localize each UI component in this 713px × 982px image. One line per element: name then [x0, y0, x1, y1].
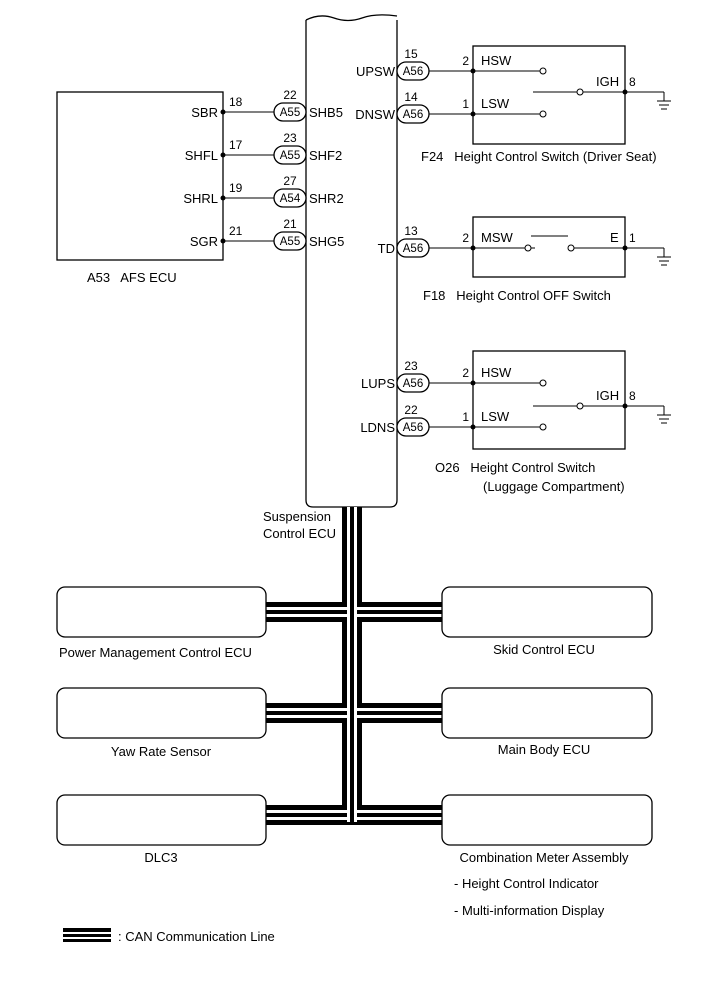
- o26-ecu-pin-up: 23: [404, 359, 418, 373]
- can-bus-lines: [266, 507, 442, 825]
- ecu-pin-shb5: 22: [283, 88, 297, 102]
- f24-title: F24 Height Control Switch (Driver Seat): [421, 149, 657, 164]
- combination-meter-label: Combination Meter Assembly: [459, 850, 629, 865]
- connector-label: A55: [280, 236, 300, 248]
- f24-wiring: [396, 61, 671, 124]
- o26-switch-box: [472, 350, 626, 450]
- f18-label-msw: MSW: [481, 230, 514, 245]
- connector-badge: [273, 145, 307, 165]
- afs-terminal-shrl: SHRL: [183, 191, 218, 206]
- o26-pin-down: 1: [462, 410, 469, 424]
- f24-ecu-terminal-up: UPSW: [356, 64, 396, 79]
- f24-pin-igh: 8: [629, 75, 636, 89]
- o26-label-hsw: HSW: [481, 365, 512, 380]
- o26-pin-igh: 8: [629, 389, 636, 403]
- connector-badge: [273, 102, 307, 122]
- combination-meter-box: [441, 794, 653, 846]
- main-body-ecu-label: Main Body ECU: [498, 742, 590, 757]
- connector-label: A56: [403, 243, 423, 255]
- connector-label: A55: [280, 107, 300, 119]
- f24-label-hsw: HSW: [481, 53, 512, 68]
- ecu-terminal-shg5: SHG5: [309, 234, 344, 249]
- o26-pin-up: 2: [462, 366, 469, 380]
- connector-badge: [273, 231, 307, 251]
- afs-pin-shfl: 17: [229, 138, 243, 152]
- afs-pin-sbr: 18: [229, 95, 243, 109]
- o26-title-2: (Luggage Compartment): [483, 479, 625, 494]
- f24-label-lsw: LSW: [481, 96, 510, 111]
- meter-item-multi-display: - Multi-information Display: [454, 903, 605, 918]
- power-management-ecu-box: [56, 586, 267, 638]
- afs-terminal-sgr: SGR: [190, 234, 218, 249]
- afs-wire-shrl: [220, 188, 307, 208]
- connector-label: A56: [403, 422, 423, 434]
- connector-label: A55: [280, 150, 300, 162]
- ecu-pin-shf2: 23: [283, 131, 297, 145]
- f24-switch-box: [472, 45, 626, 145]
- ecu-terminal-shr2: SHR2: [309, 191, 344, 206]
- afs-wire-sbr: [220, 102, 307, 122]
- o26-wiring: [396, 373, 671, 437]
- can-line-legend-label: : CAN Communication Line: [118, 929, 275, 944]
- power-management-ecu-label: Power Management Control ECU: [59, 645, 252, 660]
- o26-ecu-terminal-up: LUPS: [361, 376, 395, 391]
- f18-pin-msw: 2: [462, 231, 469, 245]
- afs-wire-sgr: [220, 231, 307, 251]
- afs-ecu-box: [56, 91, 224, 261]
- afs-ecu-title: A53 AFS ECU: [87, 270, 177, 285]
- afs-terminal-shfl: SHFL: [185, 148, 218, 163]
- afs-wire-shfl: [220, 145, 307, 165]
- f24-label-igh: IGH: [596, 74, 619, 89]
- ecu-pin-shg5: 21: [283, 217, 297, 231]
- f24-ecu-pin-down: 14: [404, 90, 418, 104]
- ecu-pin-shr2: 27: [283, 174, 297, 188]
- suspension-ecu-label-2: Control ECU: [263, 526, 336, 541]
- skid-control-ecu-box: [441, 586, 653, 638]
- afs-pin-shrl: 19: [229, 181, 243, 195]
- dlc3-box: [56, 794, 267, 846]
- o26-label-igh: IGH: [596, 388, 619, 403]
- meter-item-height-indicator: - Height Control Indicator: [454, 876, 599, 891]
- main-body-ecu-box: [441, 687, 653, 739]
- f18-switch-box: [472, 216, 626, 278]
- suspension-ecu-label-1: Suspension: [263, 509, 331, 524]
- connector-badge: [273, 188, 307, 208]
- afs-terminal-sbr: SBR: [191, 105, 218, 120]
- ecu-terminal-shf2: SHF2: [309, 148, 342, 163]
- f24-pin-down: 1: [462, 97, 469, 111]
- connector-label: A56: [403, 109, 423, 121]
- f18-ecu-terminal: TD: [378, 241, 395, 256]
- yaw-rate-sensor-box: [56, 687, 267, 739]
- o26-label-lsw: LSW: [481, 409, 510, 424]
- o26-title-1: O26 Height Control Switch: [435, 460, 595, 475]
- f18-label-e: E: [610, 230, 619, 245]
- f18-wiring: [396, 235, 671, 266]
- yaw-rate-sensor-label: Yaw Rate Sensor: [111, 744, 212, 759]
- ecu-terminal-shb5: SHB5: [309, 105, 343, 120]
- afs-pin-sgr: 21: [229, 224, 243, 238]
- o26-ecu-terminal-down: LDNS: [360, 420, 395, 435]
- connector-label: A54: [280, 193, 301, 205]
- f24-pin-up: 2: [462, 54, 469, 68]
- can-line-legend-symbol: [63, 928, 111, 942]
- f24-ecu-terminal-down: DNSW: [355, 107, 395, 122]
- f18-ecu-pin: 13: [404, 224, 418, 238]
- connector-label: A56: [403, 66, 423, 78]
- dlc3-label: DLC3: [144, 850, 177, 865]
- o26-ecu-pin-down: 22: [404, 403, 418, 417]
- connector-label: A56: [403, 378, 423, 390]
- f24-ecu-pin-up: 15: [404, 47, 418, 61]
- f18-pin-e: 1: [629, 231, 636, 245]
- suspension-control-ecu: [300, 6, 404, 508]
- skid-control-ecu-label: Skid Control ECU: [493, 642, 595, 657]
- f18-title: F18 Height Control OFF Switch: [423, 288, 611, 303]
